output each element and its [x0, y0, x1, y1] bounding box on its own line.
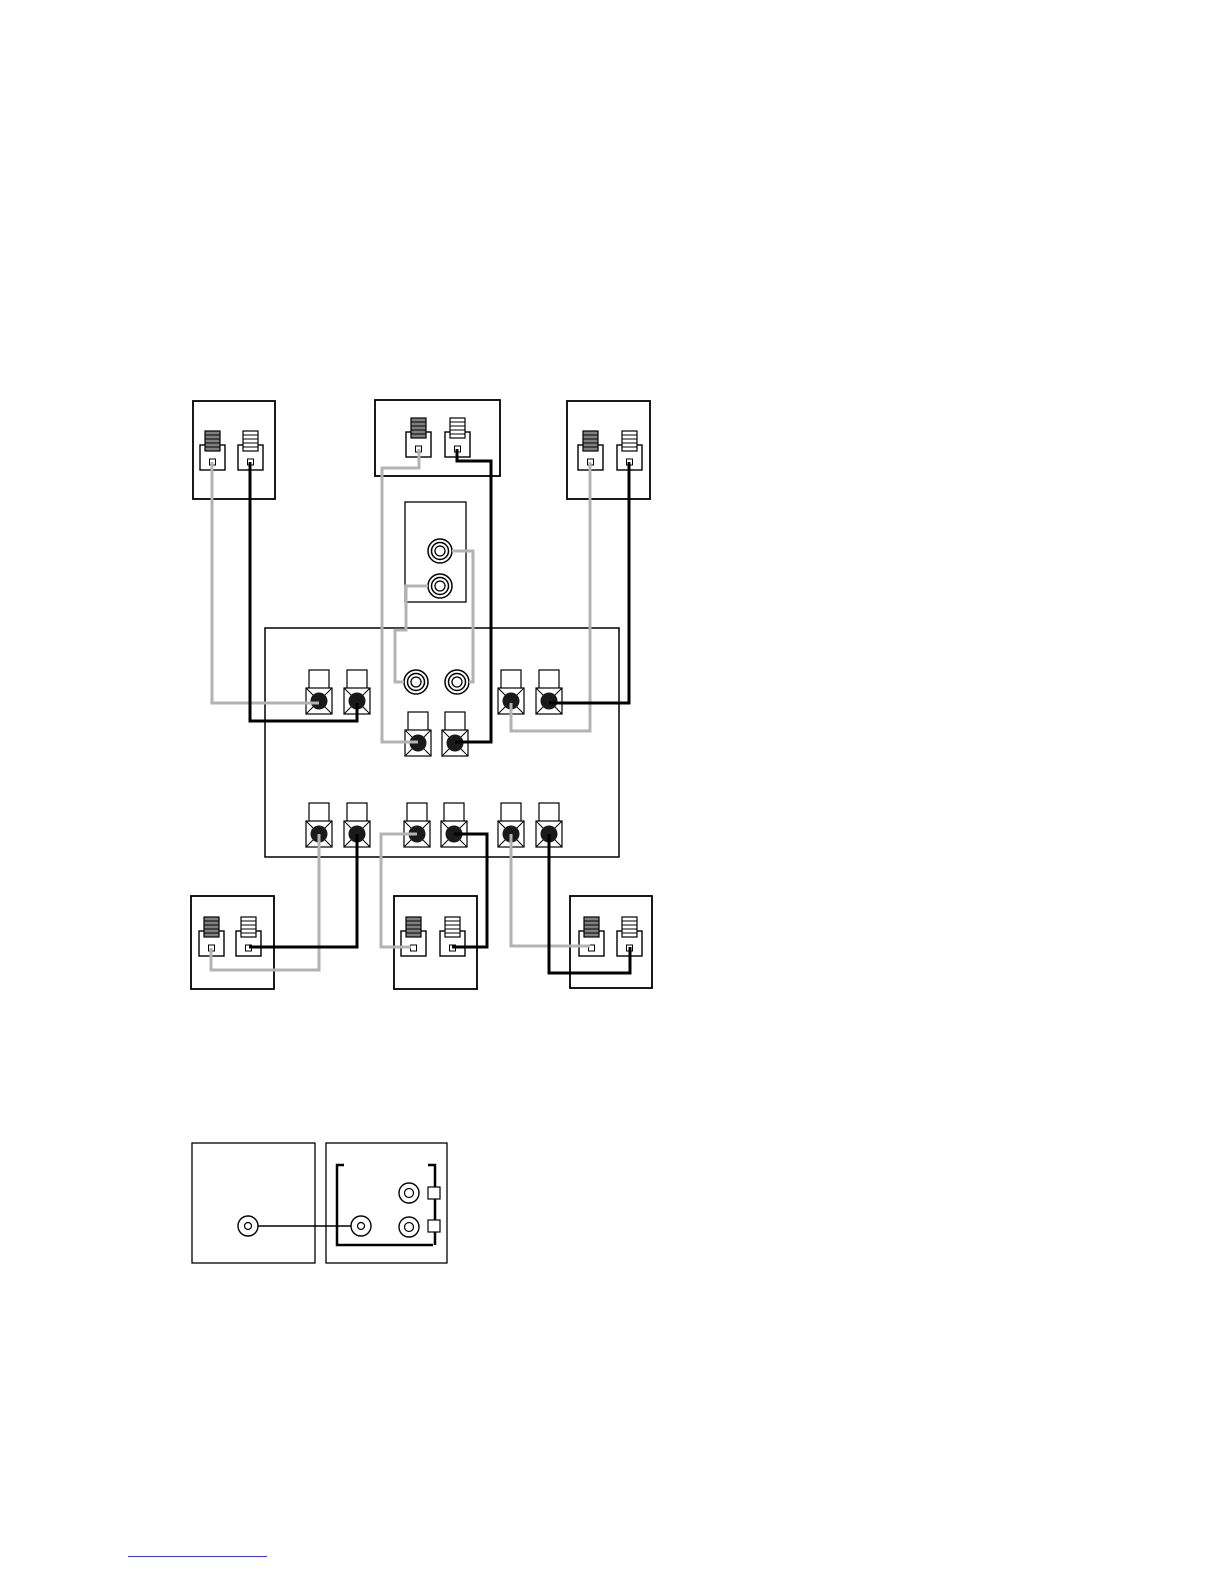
amplifier-rear-panel — [265, 628, 619, 857]
binding-post-icon[interactable] — [442, 712, 468, 756]
footer-rule — [128, 1556, 267, 1557]
rca-jack-icon[interactable] — [399, 1217, 419, 1237]
binding-post-icon[interactable] — [306, 670, 332, 714]
speaker-surround-left — [191, 896, 274, 989]
binding-post-icon[interactable] — [405, 712, 431, 756]
speaker-surround-center — [394, 896, 477, 989]
binding-post-icon[interactable] — [441, 803, 467, 847]
binding-post-icon[interactable] — [404, 803, 430, 847]
rca-jack-icon[interactable] — [404, 670, 428, 694]
speaker-center — [375, 400, 500, 476]
rca-jack-icon[interactable] — [428, 574, 452, 598]
binding-post-icon[interactable] — [536, 670, 562, 714]
coax-connection-inset — [192, 1143, 447, 1263]
speaker-front-right — [567, 401, 650, 499]
rca-jack-icon[interactable] — [399, 1183, 419, 1203]
rca-jack-icon[interactable] — [428, 539, 452, 563]
rca-jack-icon[interactable] — [445, 670, 469, 694]
rca-jack-icon[interactable] — [351, 1216, 371, 1236]
speaker-front-left — [193, 401, 275, 499]
rca-jack-icon[interactable] — [238, 1216, 258, 1236]
